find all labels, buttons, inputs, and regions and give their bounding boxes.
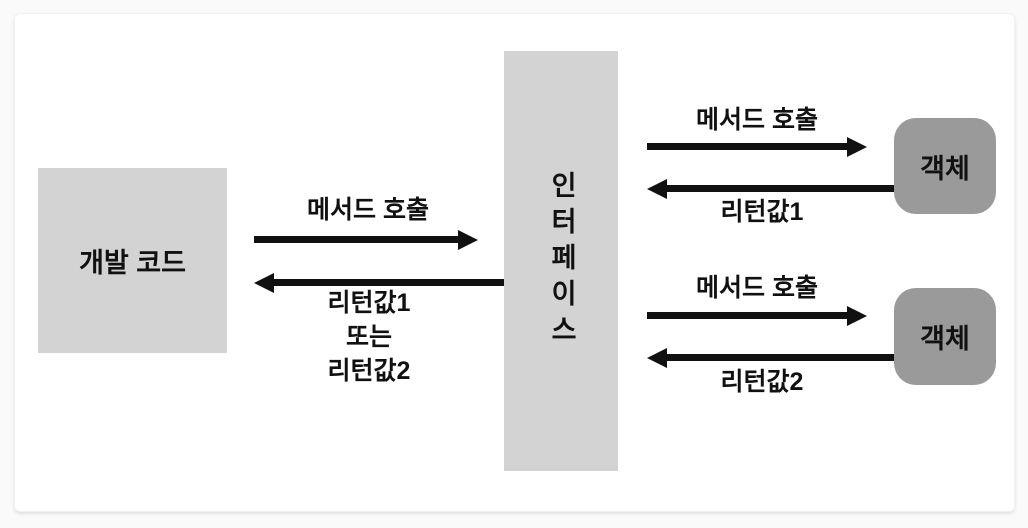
node-object-2: 객체 [894, 288, 996, 385]
arrow-object-1-to-interface [647, 178, 894, 199]
node-dev-code: 개발 코드 [38, 168, 227, 353]
arrowhead-right-icon [847, 136, 867, 157]
edge-label-return-dev: 리턴값1 또는 리턴값2 [328, 286, 411, 388]
arrow-dev-to-interface [254, 229, 478, 250]
edge-label-return-line-2: 또는 [345, 323, 392, 351]
edge-label-return-1: 리턴값1 [720, 198, 804, 226]
node-dev-code-label: 개발 코드 [79, 248, 186, 278]
arrow-interface-to-object-2 [647, 305, 867, 326]
arrowhead-left-icon [647, 347, 667, 368]
arrowhead-left-icon [647, 178, 667, 199]
arrow-interface-to-object-1 [647, 136, 867, 157]
node-interface-label: 인터페이스 [546, 171, 577, 351]
edge-label-method-call-object-2: 메서드 호출 [696, 274, 818, 302]
edge-label-method-call-dev: 메서드 호출 [307, 196, 429, 224]
arrow-interface-to-dev [254, 272, 504, 293]
arrowhead-right-icon [458, 229, 478, 250]
edge-label-return-2: 리턴값2 [720, 368, 804, 396]
node-object-1: 객체 [894, 118, 996, 214]
arrowhead-left-icon [254, 272, 274, 293]
edge-label-return-line-3: 리턴값2 [327, 357, 411, 385]
arrowhead-right-icon [847, 305, 867, 326]
edge-label-method-call-object-1: 메서드 호출 [696, 106, 818, 134]
node-object-2-label: 객체 [920, 324, 970, 354]
diagram-card: 개발 코드 인터페이스 객체 객체 메서드 호출 리턴값1 또는 리턴값2 메서… [14, 13, 1015, 512]
node-object-1-label: 객체 [920, 153, 970, 184]
edge-label-return-line-1: 리턴값1 [327, 289, 411, 317]
node-interface: 인터페이스 [504, 51, 618, 471]
arrow-object-2-to-interface [647, 347, 894, 368]
